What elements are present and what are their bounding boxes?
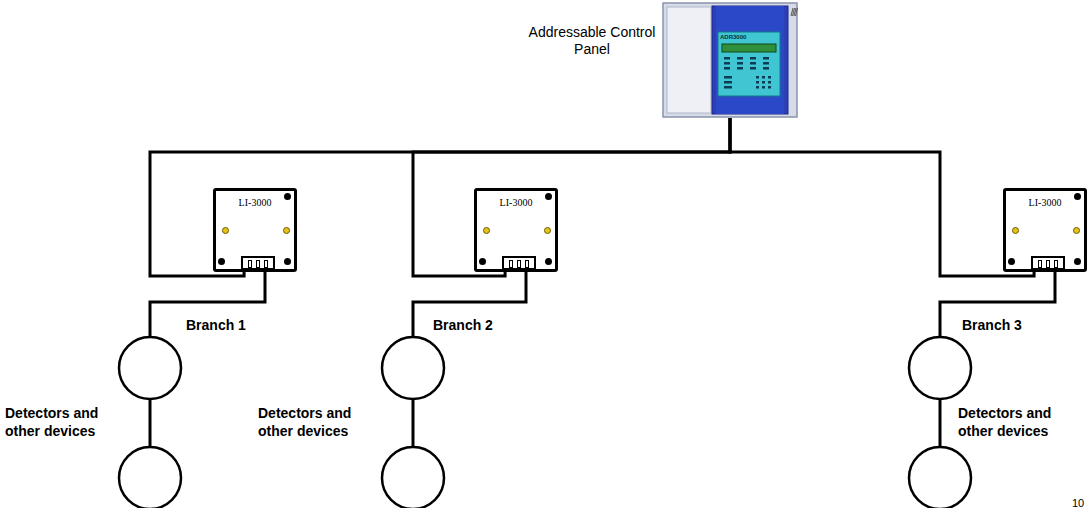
device-name: LI-3000 [1006,191,1084,208]
bus-wire [413,118,730,276]
terminal [525,260,529,268]
screw-dot [1074,258,1081,265]
bus-wire [150,118,730,276]
led [1073,227,1080,234]
loop-isolator-box: LI-3000 [474,188,558,272]
device-label: Detectors and other devices [258,404,376,440]
led [283,227,290,234]
device-wire [939,399,942,447]
terminal [517,260,521,268]
device-wire [412,399,415,447]
device-label: Detectors and other devices [5,404,123,440]
panel-illustration [662,2,798,118]
terminal-block [1031,256,1065,270]
led [544,227,551,234]
terminal [1038,260,1042,268]
screw-dot [479,258,486,265]
terminal-block [502,256,536,270]
screw-dot [284,193,291,200]
bus-wire [730,118,1034,276]
control-panel: Addressable Control PanelADR3000 [662,2,798,118]
screw-dot [1008,258,1015,265]
led [222,227,229,234]
device-label: Detectors and other devices [958,404,1076,440]
device-circle [382,337,444,399]
screw-dot [218,258,225,265]
device-name: LI-3000 [216,191,294,208]
branch-wire [940,272,1055,337]
led [483,227,490,234]
branch-label: Branch 2 [433,316,523,334]
branch-label: Branch 1 [186,316,276,334]
branch-wire [413,272,526,337]
terminal [256,260,260,268]
terminal-block [241,256,275,270]
terminal [1054,260,1058,268]
device-name: LI-3000 [477,191,555,208]
panel-model: ADR3000 [720,34,746,41]
branch-label: Branch 3 [962,316,1052,334]
panel-heading: Addressable Control Panel [528,24,656,58]
terminal [248,260,252,268]
loop-isolator-box: LI-3000 [1003,188,1087,272]
screw-dot [1074,193,1081,200]
terminal [1046,260,1050,268]
device-circle [909,447,971,508]
terminal [509,260,513,268]
device-circle [119,337,181,399]
led [1012,227,1019,234]
screw-dot [545,193,552,200]
device-circle [909,337,971,399]
screw-dot [545,258,552,265]
page-number: 10 [1072,494,1088,508]
terminal [264,260,268,268]
device-wire [149,399,152,447]
device-circle [382,447,444,508]
loop-isolator-box: LI-3000 [213,188,297,272]
screw-dot [284,258,291,265]
device-circle [119,447,181,508]
